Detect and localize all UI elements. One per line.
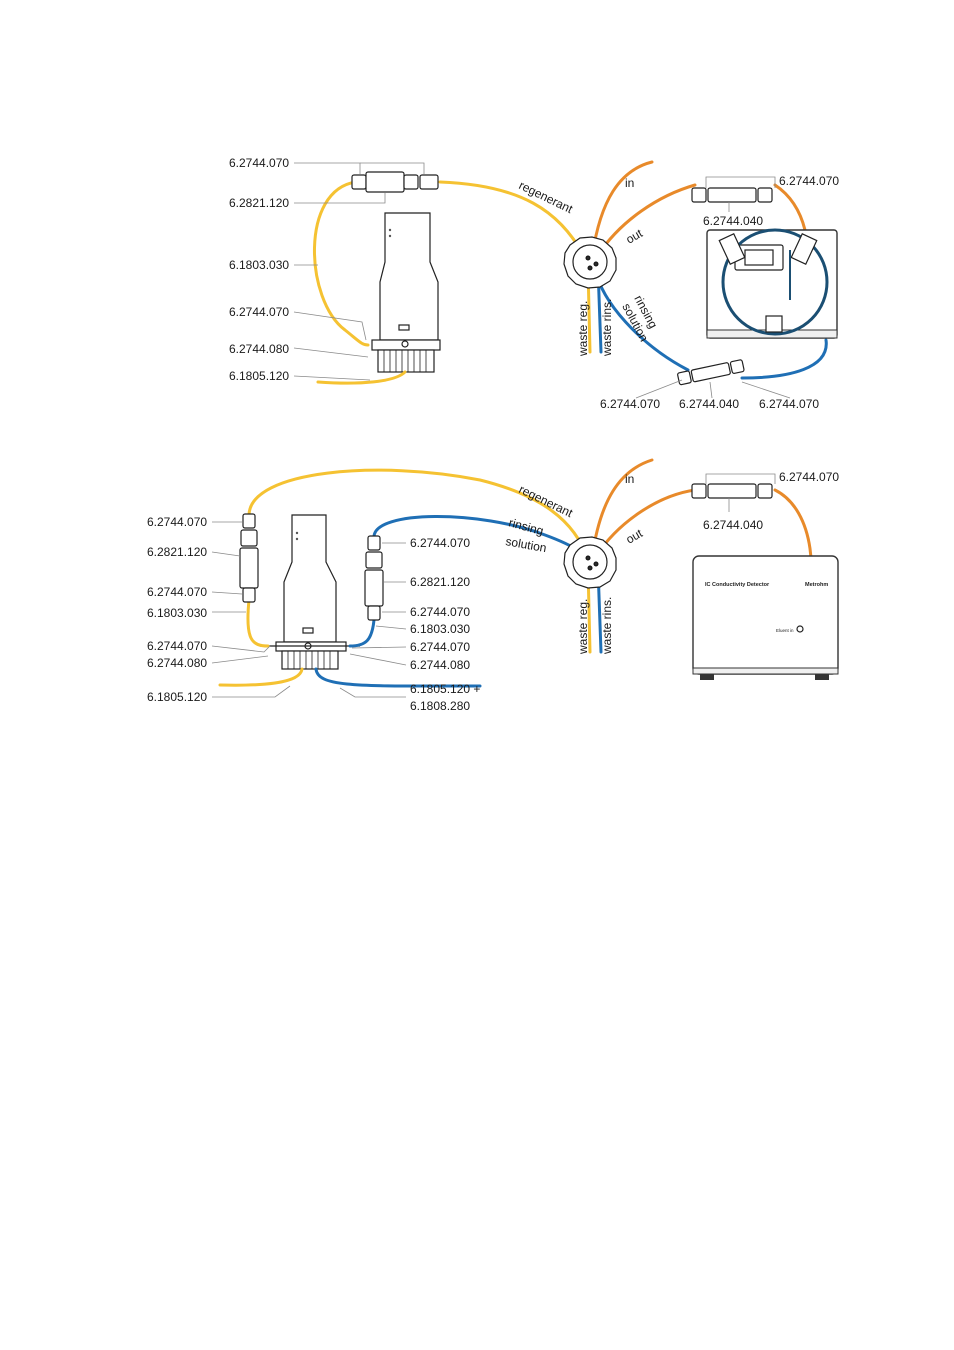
tube-label-bottom-regenerant: regenerant: [517, 482, 576, 520]
tube-6.1803.030-top: [313, 180, 370, 347]
label-top-p7: 6.2744.070: [779, 174, 839, 188]
label-top-p6: 6.1805.120: [229, 369, 289, 383]
label-top-p4: 6.2744.070: [229, 305, 289, 319]
tube-label-bottom-waste-rins: waste rins.: [600, 597, 614, 655]
tube-label-bottom-in: in: [625, 472, 634, 486]
tube-6.1803.030-bottom: [246, 598, 270, 648]
top-diagram: 6.2744.070 6.2821.120 6.1803.030 6.2744.…: [229, 156, 839, 411]
fitting-group-top-left: [351, 171, 439, 193]
fitting-group-top-right: [691, 187, 773, 203]
bottom-diagram: IC Conductivity Detector Metrohm Eluent …: [147, 458, 839, 713]
tube-out-bottom: [594, 488, 697, 558]
label-top-p11: 6.2744.070: [759, 397, 819, 411]
tube-rinsing-bottom: [372, 515, 597, 570]
label-top-p8: 6.2744.040: [703, 214, 763, 228]
detector-port-label: Eluent in: [776, 628, 794, 633]
label-bottom-p6: 6.2744.080: [147, 656, 207, 670]
valve-bottom: [563, 536, 617, 589]
label-bottom-p16: 6.2744.040: [703, 518, 763, 532]
tube-label-top-waste-reg: waste reg.: [576, 301, 590, 357]
fitting-group-bottom-right: [364, 535, 384, 621]
tube-detector-in-top: [773, 183, 807, 232]
tube-regenerant-bottom: [247, 468, 590, 562]
label-top-p2: 6.2821.120: [229, 196, 289, 210]
regenerant-bottle: [371, 212, 441, 373]
label-bottom-p14a: 6.1805.120 +: [410, 682, 480, 696]
label-bottom-p11: 6.1803.030: [410, 622, 470, 636]
regenerant-bottle-bottom: [260, 514, 360, 670]
label-bottom-p8: 6.2744.070: [410, 536, 470, 550]
label-bottom-p9: 6.2821.120: [410, 575, 470, 589]
label-bottom-p3: 6.2744.070: [147, 585, 207, 599]
tube-regenerant-top: [438, 180, 587, 260]
label-top-p1: 6.2744.070: [229, 156, 289, 170]
tube-label-top-waste-rins: waste rins.: [600, 299, 614, 357]
label-bottom-p1: 6.2744.070: [147, 515, 207, 529]
tube-6.1803.030-blue: [348, 618, 376, 648]
label-top-p5: 6.2744.080: [229, 342, 289, 356]
tube-label-top-out: out: [624, 226, 646, 247]
label-bottom-p5: 6.2744.070: [147, 639, 207, 653]
fitting-group-bottom-top-right: [691, 483, 773, 499]
tube-label-top-in: in: [625, 176, 634, 190]
label-bottom-p12: 6.2744.070: [410, 640, 470, 654]
top-leaders: [293, 162, 791, 399]
valve-top: [563, 236, 617, 289]
tube-6.1805.120-bottom: [218, 667, 304, 687]
tube-rinsing-return-top: [740, 338, 828, 380]
tube-label-bottom-out: out: [624, 526, 646, 547]
detector-name: IC Conductivity Detector: [705, 582, 770, 588]
detector-bottom: IC Conductivity Detector Metrohm Eluent …: [692, 555, 839, 680]
label-bottom-p13: 6.2744.080: [410, 658, 470, 672]
label-bottom-p15: 6.2744.070: [779, 470, 839, 484]
detector-brand: Metrohm: [805, 582, 828, 588]
label-bottom-p14b: 6.1808.280: [410, 699, 470, 713]
fitting-group-top-bottom: [677, 359, 745, 386]
label-bottom-p7: 6.1805.120: [147, 690, 207, 704]
label-top-p3: 6.1803.030: [229, 258, 289, 272]
bottom-leaders: [211, 473, 776, 698]
detector-top: [706, 228, 838, 339]
fitting-group-bottom-left: [239, 513, 259, 603]
label-bottom-p4: 6.1803.030: [147, 606, 207, 620]
tube-6.1805.120-top: [316, 370, 407, 385]
tube-6.1805.120-blue: [314, 667, 482, 688]
label-top-p9: 6.2744.070: [600, 397, 660, 411]
label-bottom-p2: 6.2821.120: [147, 545, 207, 559]
tube-label-bottom-waste-reg: waste reg.: [576, 599, 590, 655]
label-bottom-p10: 6.2744.070: [410, 605, 470, 619]
label-top-p10: 6.2744.040: [679, 397, 739, 411]
